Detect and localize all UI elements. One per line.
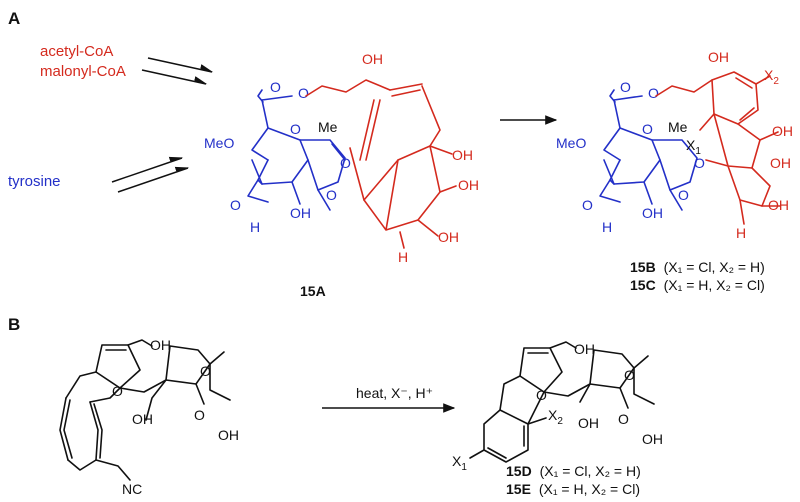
compound-id-15D: 15D: [506, 463, 532, 479]
multistep-arrow-tyrosine: [111, 156, 190, 193]
atom-x1-symbol-b: X: [452, 453, 462, 469]
atom-o-ring-15D: O: [624, 367, 635, 383]
atom-oh-right1-15A: OH: [452, 147, 473, 163]
atom-x2-15D: X2: [548, 407, 563, 427]
compound-id-15E: 15E: [506, 481, 531, 497]
compound-id-15B: 15B: [630, 259, 656, 275]
tyrosine-fragment-bonds-2: [599, 89, 698, 211]
atom-ketone-o-15A: O: [290, 121, 301, 137]
atom-oh-cp-15D: OH: [574, 341, 595, 357]
compound-label-15B: 15B (X₁ = Cl, X₂ = H): [630, 259, 765, 275]
atom-x1-15B: X1: [686, 137, 701, 157]
atom-o-link-precursor: O: [112, 383, 123, 399]
atom-ether-o1-15B: O: [694, 155, 705, 171]
molecule-15D-15E: OH O O X2 OH O OH X1: [452, 341, 663, 473]
atom-ether-o2-15B: O: [678, 187, 689, 203]
panel-label-a: A: [8, 9, 20, 28]
atom-oh-blue-15A: OH: [290, 205, 311, 221]
atom-h-blue-15B: H: [602, 219, 612, 235]
compound-label-15E: 15E (X₁ = H, X₂ = Cl): [506, 481, 640, 497]
atom-carbonyl-o-15B: O: [620, 79, 631, 95]
multistep-arrow-polyketide: [141, 57, 214, 85]
atom-h-blue-15A: H: [250, 219, 260, 235]
atom-oh-cp-precursor: OH: [150, 337, 171, 353]
product-bonds: [469, 341, 655, 463]
precursor-acetyl-coa: acetyl-CoA: [40, 43, 113, 60]
atom-x1-symbol: X: [686, 137, 696, 153]
atom-x2-subscript: 2: [773, 76, 779, 87]
atom-x2-symbol: X: [764, 67, 774, 83]
compound-label-15A: 15A: [300, 283, 326, 299]
atom-epoxide-o-15B: O: [582, 197, 593, 213]
atom-o-link-15D: O: [536, 387, 547, 403]
atom-h-red-15B: H: [736, 225, 746, 241]
atom-oh-right2-15A: OH: [458, 177, 479, 193]
atom-h-red-15A: H: [398, 249, 408, 265]
atom-oh-right1-15B: OH: [772, 123, 793, 139]
atom-oh-sugar2-precursor: OH: [218, 427, 239, 443]
atom-me-15B: Me: [668, 119, 688, 135]
reaction-conditions: heat, X⁻, H⁺: [356, 385, 433, 401]
atom-oh-sugar1-15D: OH: [578, 415, 599, 431]
atom-o-ketone-15D: O: [618, 411, 629, 427]
tyrosine-fragment-bonds: [247, 89, 346, 211]
atom-o-ring-precursor: O: [200, 363, 211, 379]
atom-oh-bottom-15A: OH: [438, 229, 459, 245]
compound-desc-15E: (X₁ = H, X₂ = Cl): [539, 481, 640, 497]
atom-oh-sugar1-precursor: OH: [132, 411, 153, 427]
molecule-15A: O O MeO O O O O H OH Me OH OH OH OH H: [204, 51, 479, 265]
atom-epoxide-o-15A: O: [230, 197, 241, 213]
compound-desc-15D: (X₁ = Cl, X₂ = H): [540, 463, 641, 479]
atom-oh-bottom-15B: OH: [768, 197, 789, 213]
atom-ester-o-15B: O: [648, 85, 659, 101]
atom-x1-subscript-b: 1: [461, 462, 467, 473]
polyketide-fragment-bonds: [305, 79, 457, 249]
aromatized-fragment-bonds: [655, 71, 781, 225]
atom-ketone-o-15B: O: [642, 121, 653, 137]
enediyne-bonds: [59, 339, 231, 481]
atom-x1-15D: X1: [452, 453, 467, 473]
atom-x2-symbol-b: X: [548, 407, 558, 423]
atom-oh-right2-15B: OH: [770, 155, 791, 171]
atom-ether-o2-15A: O: [326, 187, 337, 203]
compound-label-15C: 15C (X₁ = H, X₂ = Cl): [630, 277, 765, 293]
compound-desc-15C: (X₁ = H, X₂ = Cl): [664, 277, 765, 293]
molecule-enediyne-precursor: OH O O OH O OH NC: [59, 337, 239, 497]
precursor-malonyl-coa: malonyl-CoA: [40, 63, 126, 80]
atom-o-ketone-precursor: O: [194, 407, 205, 423]
compound-id-15C: 15C: [630, 277, 656, 293]
panel-label-b: B: [8, 315, 20, 334]
atom-ester-o-15A: O: [298, 85, 309, 101]
atom-oh-blue-15B: OH: [642, 205, 663, 221]
atom-carbonyl-o-15A: O: [270, 79, 281, 95]
atom-x2-15B: X2: [764, 67, 779, 87]
atom-meo-15B: MeO: [556, 135, 586, 151]
atom-x2-subscript-b: 2: [557, 416, 563, 427]
molecule-15B-15C: O O MeO O O O O H OH Me OH X2 X1 OH OH O…: [556, 49, 793, 241]
precursor-tyrosine: tyrosine: [8, 173, 61, 190]
atom-oh-top-15A: OH: [362, 51, 383, 67]
atom-oh-top-15B: OH: [708, 49, 729, 65]
compound-desc-15B: (X₁ = Cl, X₂ = H): [664, 259, 765, 275]
compound-label-15D: 15D (X₁ = Cl, X₂ = H): [506, 463, 641, 479]
atom-meo-15A: MeO: [204, 135, 234, 151]
atom-ether-o1-15A: O: [340, 155, 351, 171]
atom-nc-precursor: NC: [122, 481, 142, 497]
atom-me-15A: Me: [318, 119, 338, 135]
atom-x1-subscript: 1: [695, 146, 701, 157]
atom-oh-sugar2-15D: OH: [642, 431, 663, 447]
